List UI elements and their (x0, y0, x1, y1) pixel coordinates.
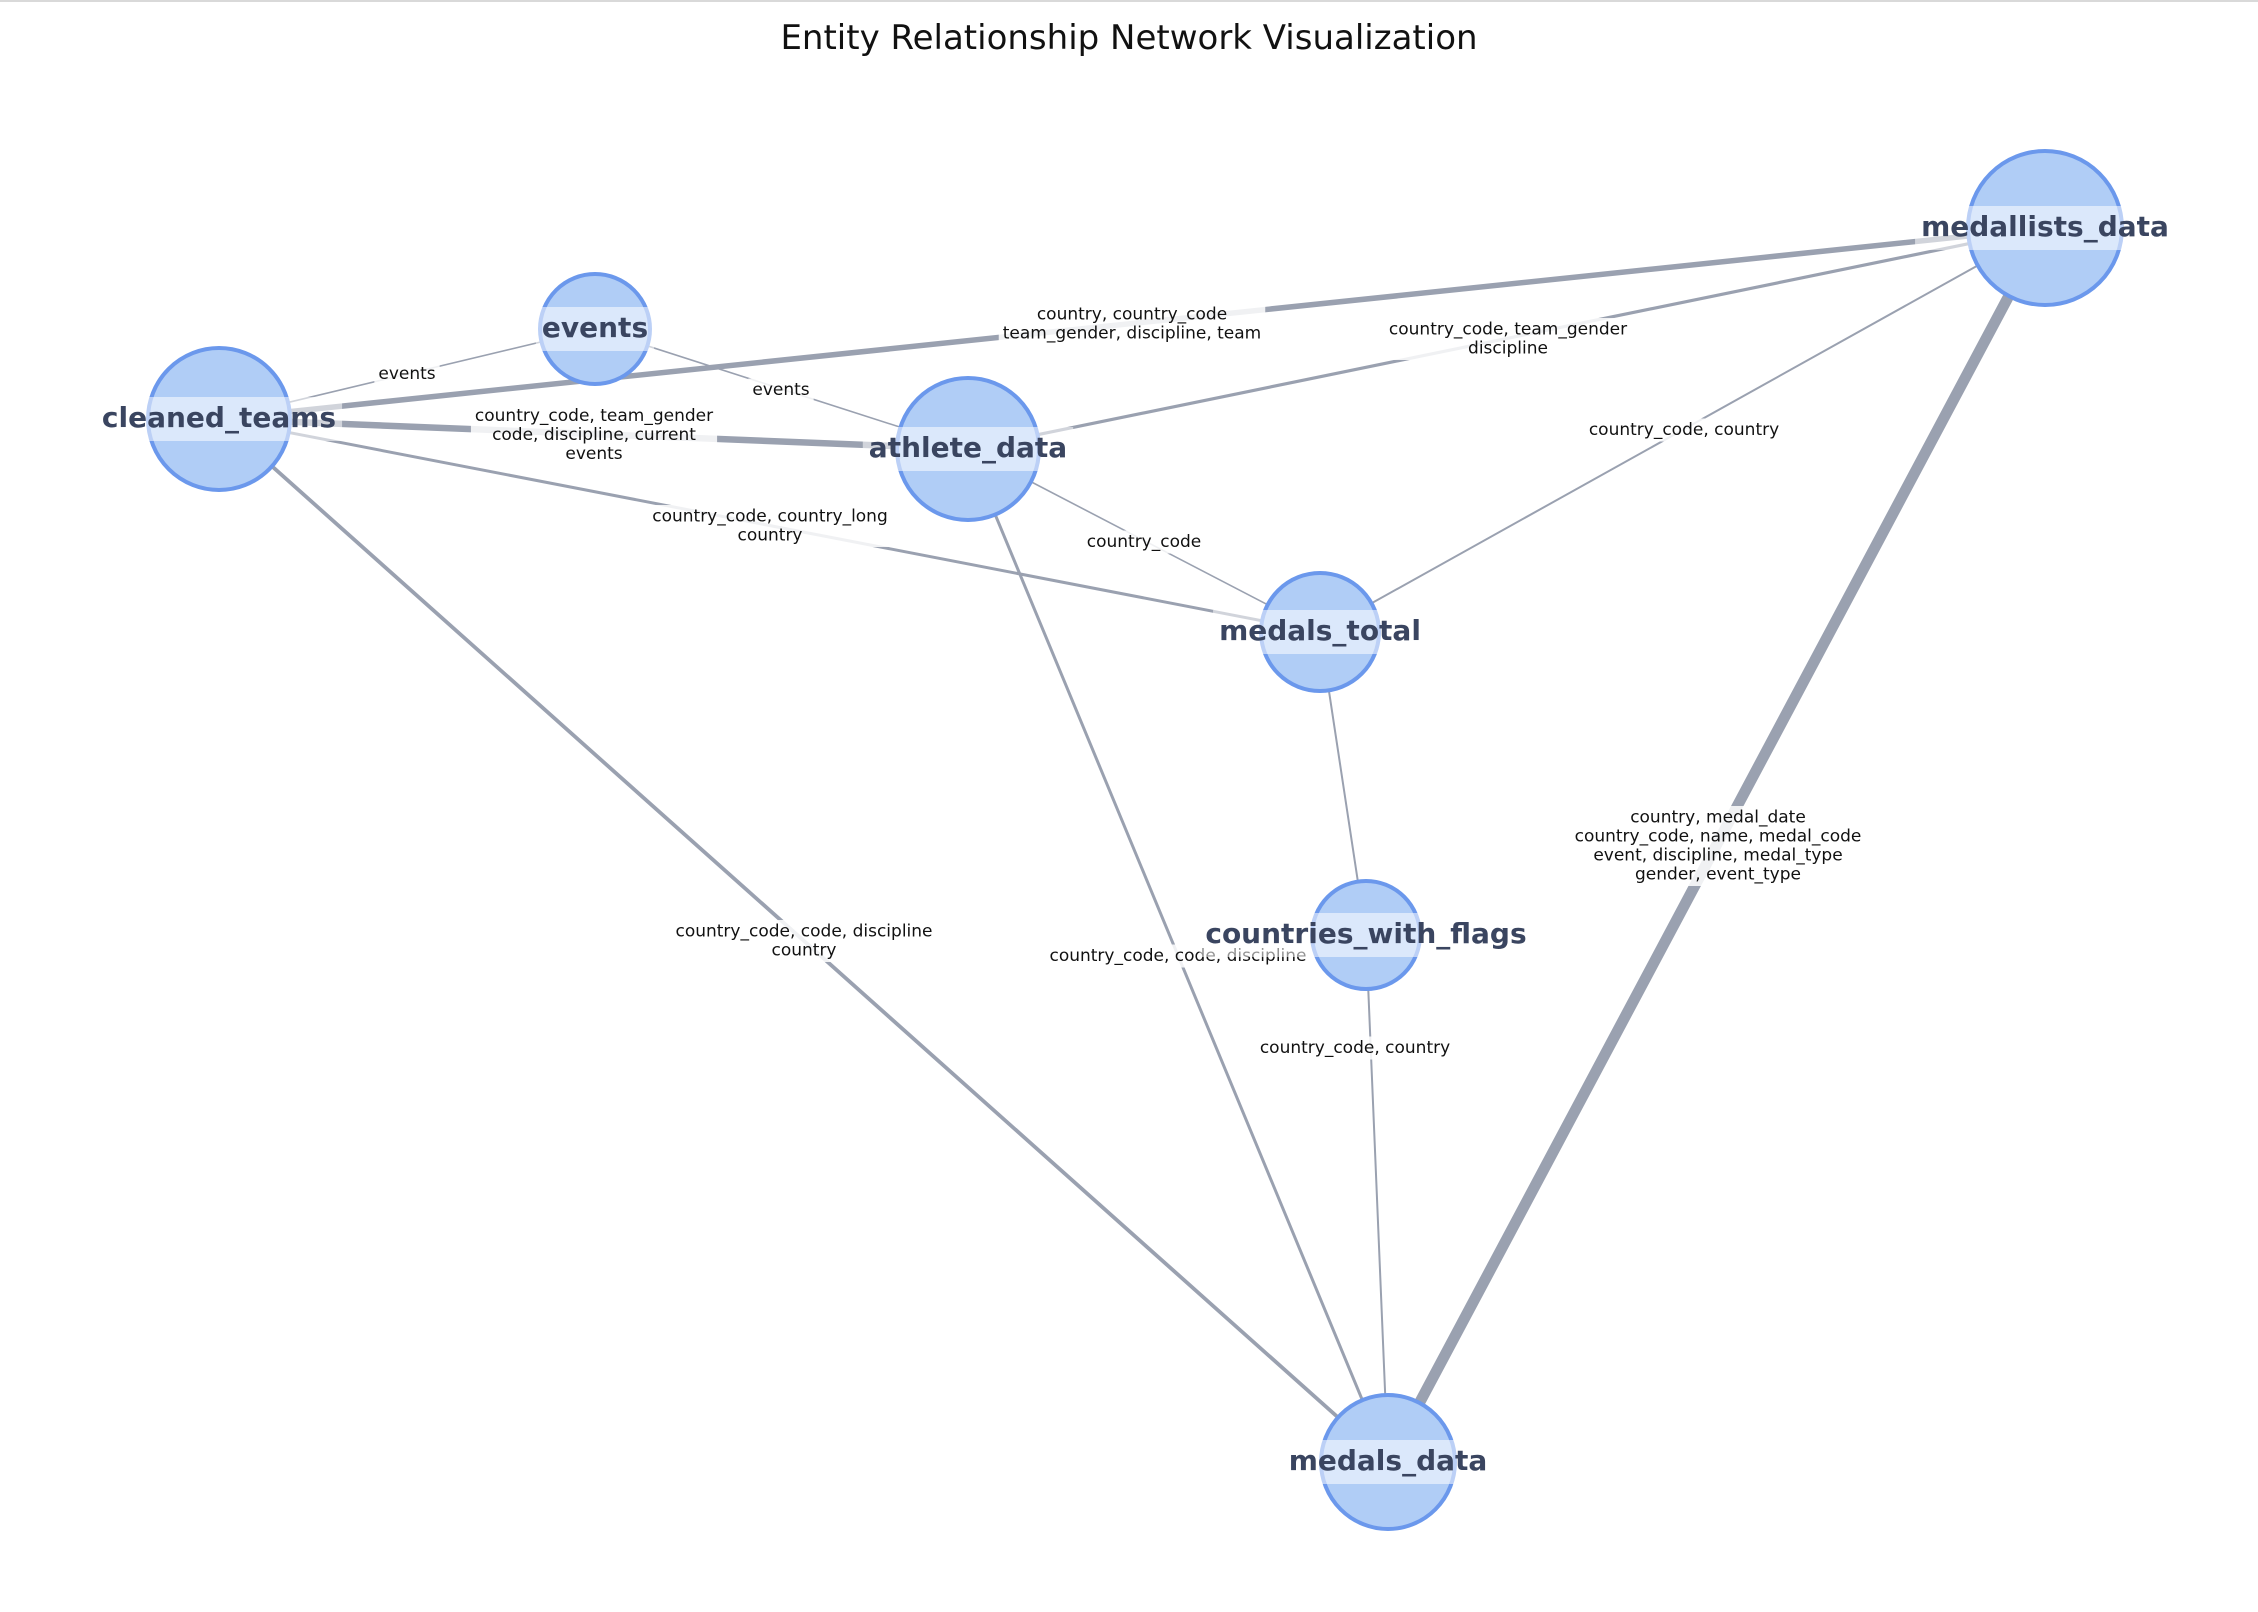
edge-label-athlete_data-medals_total: country_code (1082, 530, 1206, 554)
node-label-text: athlete_data (869, 431, 1067, 464)
node-label-text: events (542, 311, 648, 344)
edge-label-cleaned_teams-events: events (374, 362, 440, 386)
node-label-countries_with_flags: countries_with_flags (1199, 913, 1533, 957)
edge-label-background (1082, 530, 1206, 554)
edge-label-background (374, 362, 440, 386)
edge-label-text: country_code, team_gender (475, 406, 713, 426)
edge-label-text: discipline (1468, 339, 1548, 359)
edge-label-background (1570, 806, 1866, 886)
edge-label-background (470, 404, 718, 466)
edge-label-text: gender, event_type (1635, 865, 1801, 885)
node-label-athlete_data: athlete_data (862, 427, 1074, 471)
node-label-text: medals_total (1219, 614, 1421, 647)
node-label-text: medallists_data (1921, 210, 2169, 243)
node-label-events: events (535, 307, 655, 351)
edge-label-text: events (752, 380, 809, 400)
node-label-medals_data: medals_data (1282, 1440, 1494, 1484)
node-label-background (1213, 610, 1427, 654)
edge-label-events-athlete_data: events (748, 378, 814, 402)
edge-label-background (648, 505, 892, 547)
node-label-medals_total: medals_total (1213, 610, 1427, 654)
edge-label-text: country_code, team_gender (1389, 320, 1627, 340)
edge-label-background (671, 920, 937, 962)
node-labels-layer: cleaned_teamseventsathlete_datamedallist… (95, 206, 2175, 1484)
node-label-text: medals_data (1289, 1444, 1488, 1477)
edge-label-text: code, discipline, current (492, 425, 696, 445)
node-label-background (1199, 913, 1533, 957)
edge-label-text: team_gender, discipline, team (1003, 324, 1262, 344)
node-label-cleaned_teams: cleaned_teams (95, 397, 343, 441)
edge-label-text: country_code, country (1260, 1038, 1450, 1058)
edge-countries_with_flags-medals_data (1365, 934, 1389, 1463)
edge-label-text: country (771, 941, 836, 961)
edge-label-text: country, medal_date (1630, 808, 1806, 828)
edge-label-medallists_data-medals_total: country_code, country (1584, 418, 1784, 442)
edge-label-text: country_code (1087, 532, 1202, 552)
node-label-background (862, 427, 1074, 471)
edge-label-background (1384, 318, 1632, 360)
edge-label-text: country_code, name, medal_code (1575, 827, 1862, 847)
edge-label-text: country_code, country_long (652, 507, 888, 527)
edge-label-background (1255, 1036, 1455, 1060)
edge-label-text: events (565, 444, 622, 464)
edge-label-background (998, 303, 1266, 345)
edge-labels-layer: events events country, country_codeteam_ge… (374, 303, 1866, 1060)
edge-label-text: country_code, code, discipline (675, 922, 932, 942)
edge-label-background (1584, 418, 1784, 442)
diagram-title: Entity Relationship Network Visualizatio… (780, 18, 1478, 58)
node-label-text: countries_with_flags (1205, 917, 1526, 950)
edge-label-text: events (378, 364, 435, 384)
edge-label-countries_with_flags-medals_data: country_code, country (1255, 1036, 1455, 1060)
node-label-background (1282, 1440, 1494, 1484)
node-label-background (535, 307, 655, 351)
node-label-text: cleaned_teams (102, 401, 336, 434)
top-rule (0, 0, 2258, 2)
edge-label-background (748, 378, 814, 402)
node-label-background (95, 397, 343, 441)
node-label-background (1915, 206, 2175, 250)
edge-label-text: country, country_code (1037, 305, 1227, 325)
edge-label-text: country (737, 526, 802, 546)
edge-label-text: event, discipline, medal_type (1593, 846, 1842, 866)
node-label-medallists_data: medallists_data (1915, 206, 2175, 250)
edge-label-text: country_code, country (1589, 420, 1779, 440)
